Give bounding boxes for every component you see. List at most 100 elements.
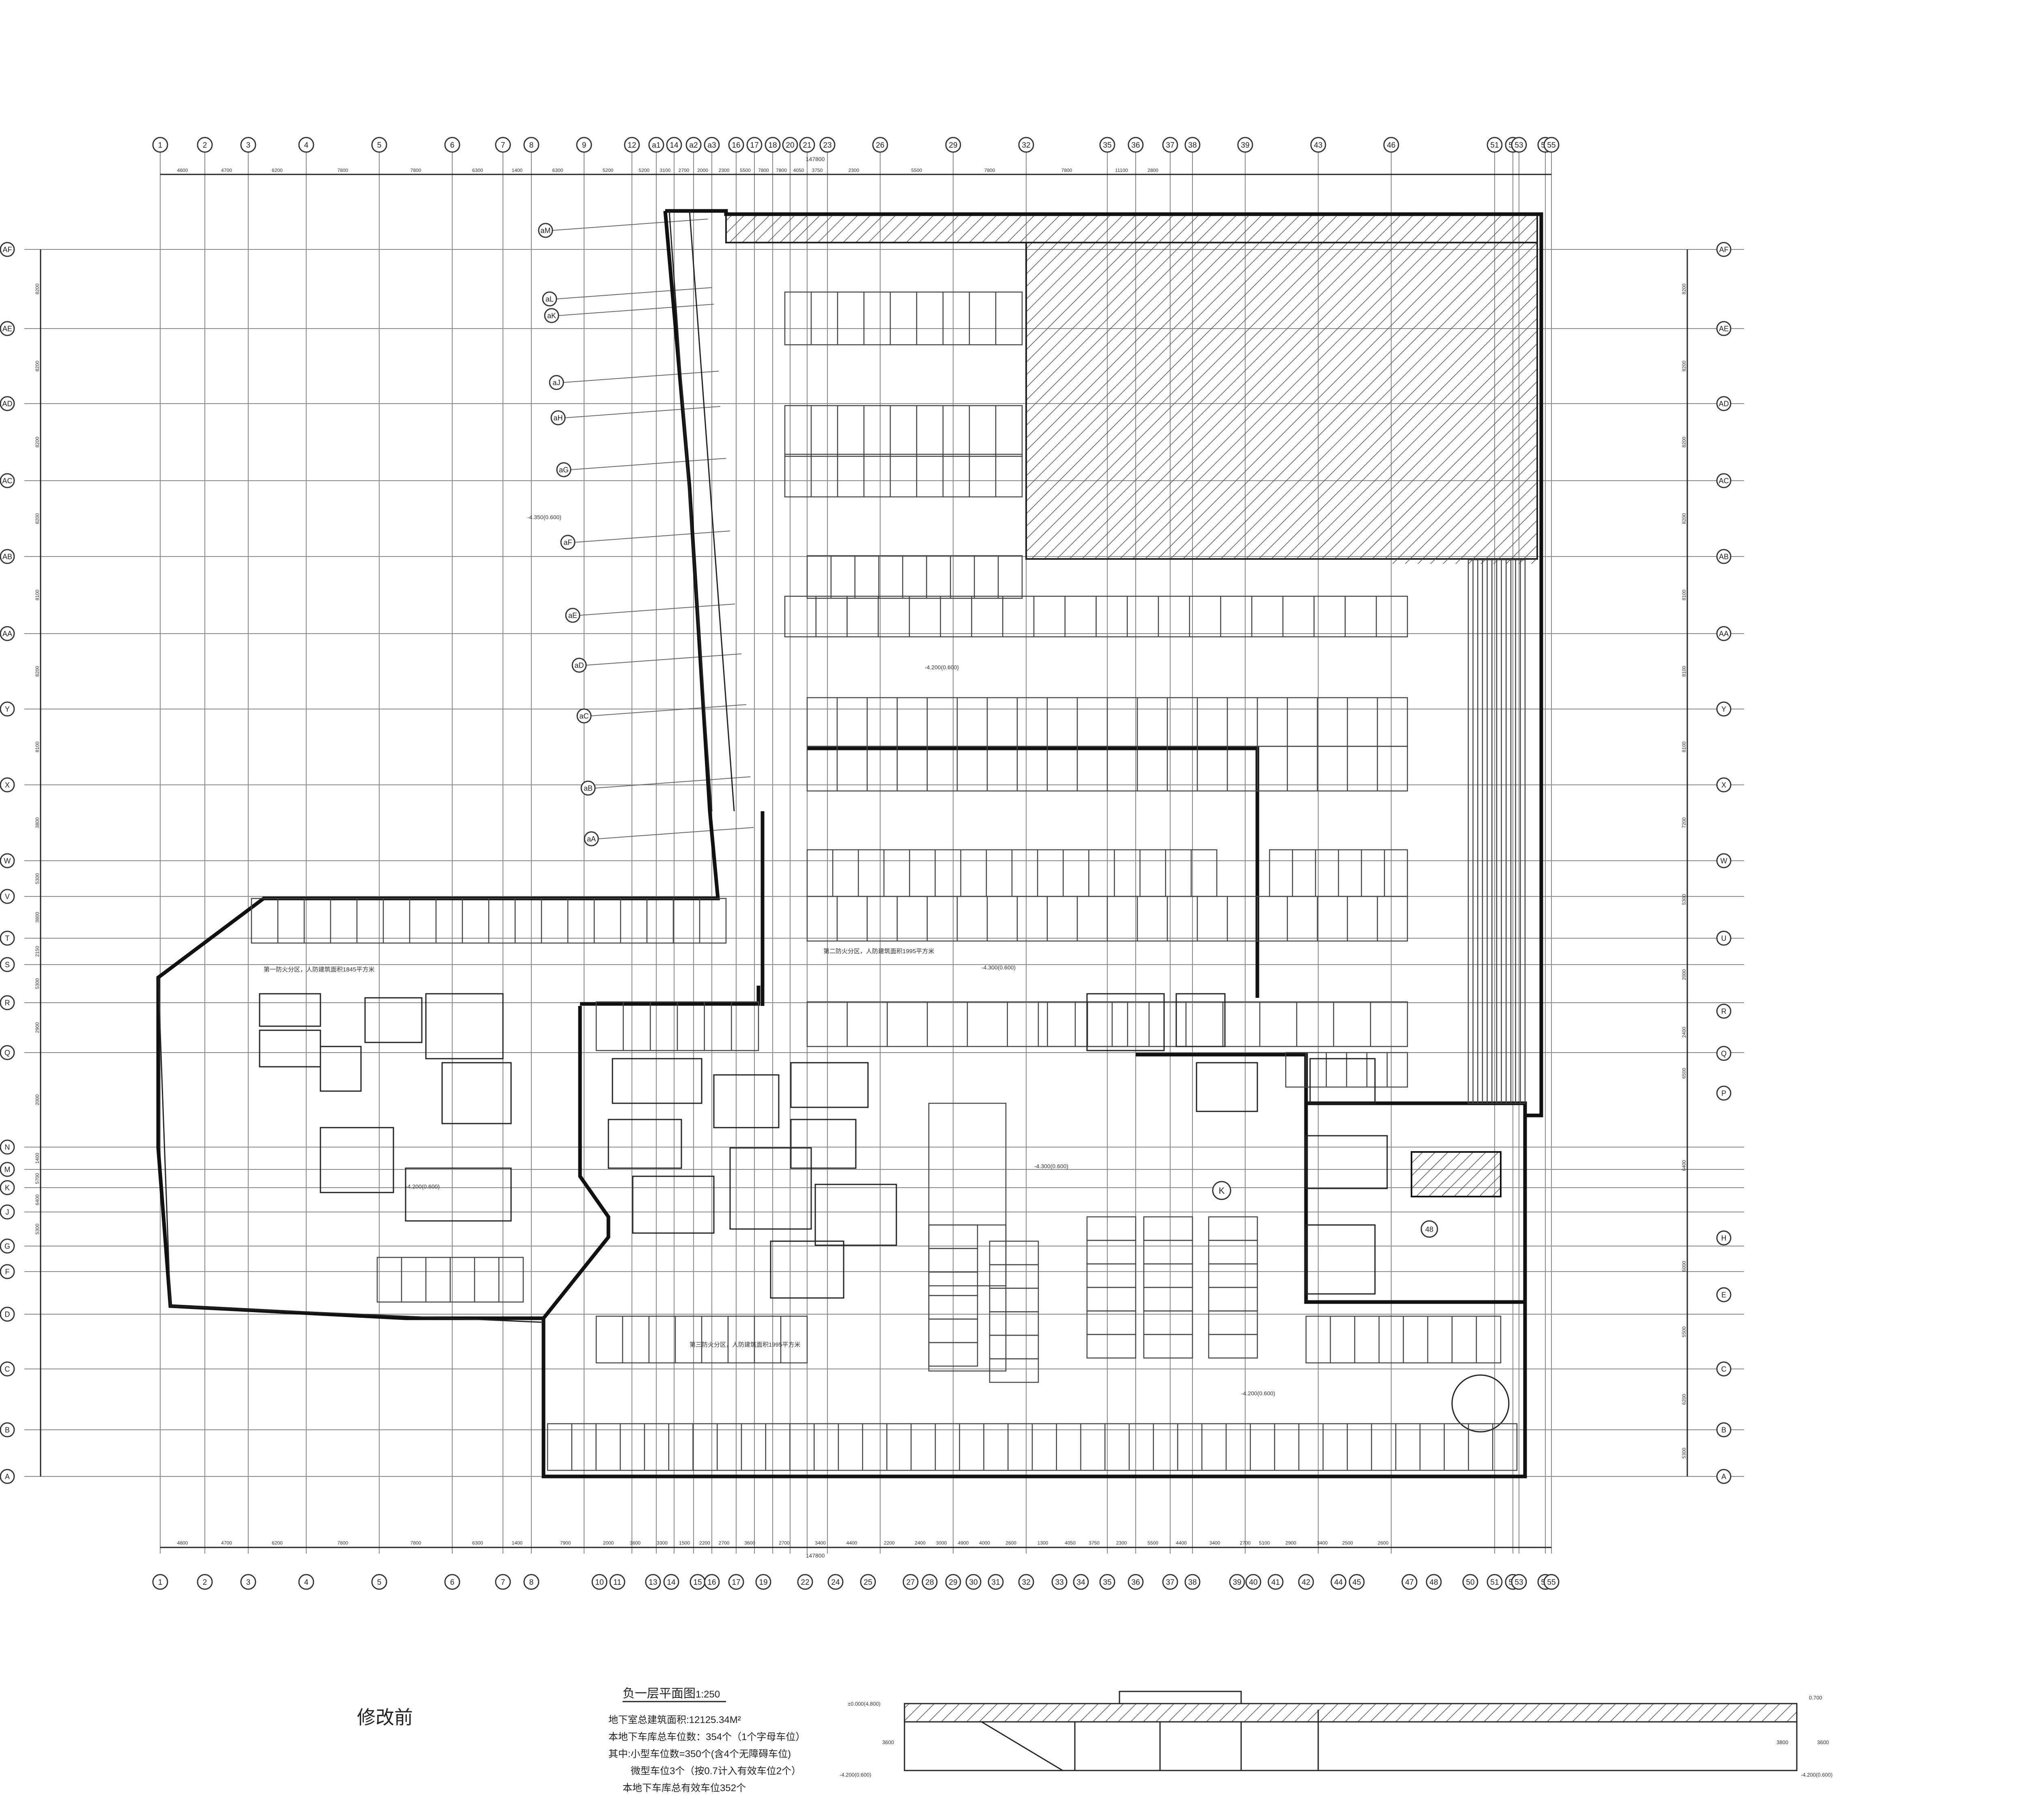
axis-row-left-label: AF [2, 245, 12, 254]
section-dim-3: 3600 [1817, 1739, 1829, 1745]
dimension-bottom: 2200 [884, 1540, 895, 1546]
axis-row-left-circle [0, 777, 15, 793]
dimension-top: 2800 [1147, 168, 1158, 173]
axis-col-top-label: 35 [1103, 141, 1111, 150]
axis-col-bottom-circle [1051, 1574, 1068, 1590]
section-dim-1: 3600 [882, 1739, 894, 1745]
axis-col-top-circle [746, 137, 763, 153]
dimension-right: 5300 [1681, 894, 1687, 905]
axis-sub-circle [542, 291, 557, 307]
axis-row-right-label: X [1721, 781, 1726, 789]
axis-col-bottom-circle [240, 1574, 256, 1590]
parking-stall-vertical [989, 1358, 1039, 1383]
axis-col-top-label: a1 [652, 141, 660, 150]
axis-col-top-circle [1543, 137, 1560, 153]
west-wing-wall [157, 977, 544, 1323]
room-outline [1086, 993, 1165, 1051]
axis-col-bottom-label: 19 [759, 1578, 767, 1587]
hatched-non-civil-defense-area [1025, 242, 1538, 560]
axis-col-bottom-label: 2 [203, 1578, 207, 1587]
parking-band [806, 555, 1023, 599]
axis-col-top-label: 55 [1547, 141, 1555, 150]
dimension-bottom: 4800 [177, 1540, 188, 1546]
axis-col-bottom-label: 39 [1233, 1578, 1241, 1587]
axis-col-bottom-label: 53 [1515, 1578, 1523, 1587]
axis-sub-label: aH [553, 414, 563, 422]
room-outline [1175, 993, 1226, 1047]
section-level-1: ±0.000(4.800) [848, 1701, 881, 1707]
dimension-bottom: 4900 [958, 1540, 969, 1546]
dimension-bottom: 4000 [979, 1540, 990, 1546]
axis-col-top-circle [728, 137, 744, 153]
axis-col-bottom-circle [1099, 1574, 1115, 1590]
axis-row-left-label: S [5, 960, 10, 969]
dimension-right: 2400 [1681, 1027, 1687, 1038]
axis-col-top-label: 9 [582, 141, 586, 150]
level-mark-4: -4.200(0.600) [406, 1183, 440, 1190]
axis-row-left-circle [0, 1204, 15, 1220]
axis-row-left-circle [0, 995, 15, 1010]
lot-48-bubble [1420, 1220, 1438, 1238]
axis-col-top-label: 3 [246, 141, 251, 150]
axis-col-bottom-circle [1268, 1574, 1284, 1590]
axis-col-bottom-circle [902, 1574, 919, 1590]
axis-col-bottom-circle [704, 1574, 720, 1590]
stat-line-3: 其中:小型车位数=350个(含4个无障碍车位) [608, 1749, 791, 1760]
axis-col-top-circle [1162, 137, 1178, 153]
dimension-bottom: 2400 [915, 1540, 926, 1546]
axis-row-left-circle [0, 1180, 15, 1195]
axis-col-bottom-circle [523, 1574, 539, 1590]
axis-col-bottom-circle [371, 1574, 387, 1590]
section-slab [904, 1703, 1798, 1723]
dimension-bottom: 1300 [1038, 1540, 1048, 1546]
axis-row-left-circle [0, 1264, 15, 1279]
axis-col-bottom-circle [988, 1574, 1004, 1590]
axis-col-bottom-circle [797, 1574, 813, 1590]
axis-col-top-circle [197, 137, 213, 153]
axis-row-right-circle [1716, 1287, 1732, 1302]
axis-row-left-label: W [4, 857, 11, 865]
axis-col-bottom-circle [1543, 1574, 1560, 1590]
axis-col-bottom-label: 29 [949, 1578, 957, 1587]
section-upper-block [1119, 1691, 1242, 1704]
dimension-left: 8200 [34, 284, 40, 294]
stat-line-1: 地下室总建筑面积:12125.34M² [608, 1715, 741, 1725]
axis-col-bottom-circle [728, 1574, 744, 1590]
dimension-top: 2300 [719, 168, 730, 173]
dimension-bottom: 5100 [1259, 1540, 1270, 1546]
axis-row-left-circle [0, 930, 15, 946]
axis-sub-label: aM [540, 226, 550, 234]
dimension-right: 8200 [1681, 361, 1687, 372]
sub-axis-line [556, 287, 712, 299]
axis-col-top-circle [576, 137, 592, 153]
fire-zone-3-note: 第三防火分区，人防建筑面积1995平方米 [690, 1341, 800, 1348]
room-outline [1305, 1135, 1388, 1189]
dimension-bottom: 1500 [679, 1540, 690, 1546]
axis-row-right-label: AE [1719, 324, 1729, 333]
sub-axis-line [579, 604, 735, 616]
sloped-edge-aM [668, 211, 713, 812]
dimension-left: 5300 [34, 1223, 40, 1234]
axis-col-bottom-circle [444, 1574, 460, 1590]
level-mark-2: -4.200(0.600) [925, 664, 959, 670]
dimension-bottom: 4400 [846, 1540, 857, 1546]
axis-row-right-circle [1716, 396, 1732, 411]
dimension-top: 7800 [337, 168, 348, 173]
dimension-bottom: 3750 [1089, 1540, 1100, 1546]
room-outline [713, 1074, 780, 1128]
axis-col-top-label: 32 [1022, 141, 1030, 150]
dimension-left: 2150 [34, 946, 40, 957]
axis-col-top-label: 17 [750, 141, 758, 150]
dimension-top: 7800 [776, 168, 787, 173]
axis-row-right-label: B [1721, 1426, 1726, 1434]
dimension-right: 5500 [1681, 1326, 1687, 1337]
axis-col-top-label: 12 [627, 141, 636, 150]
axis-col-bottom-label: 8 [529, 1578, 534, 1587]
dimension-top: 3750 [812, 168, 823, 173]
axis-col-top-circle [765, 137, 781, 153]
axis-col-top-label: 1 [158, 141, 163, 150]
elevator-machine [1411, 1151, 1502, 1197]
parking-band [784, 453, 1023, 498]
axis-row-left-label: AA [2, 630, 12, 638]
